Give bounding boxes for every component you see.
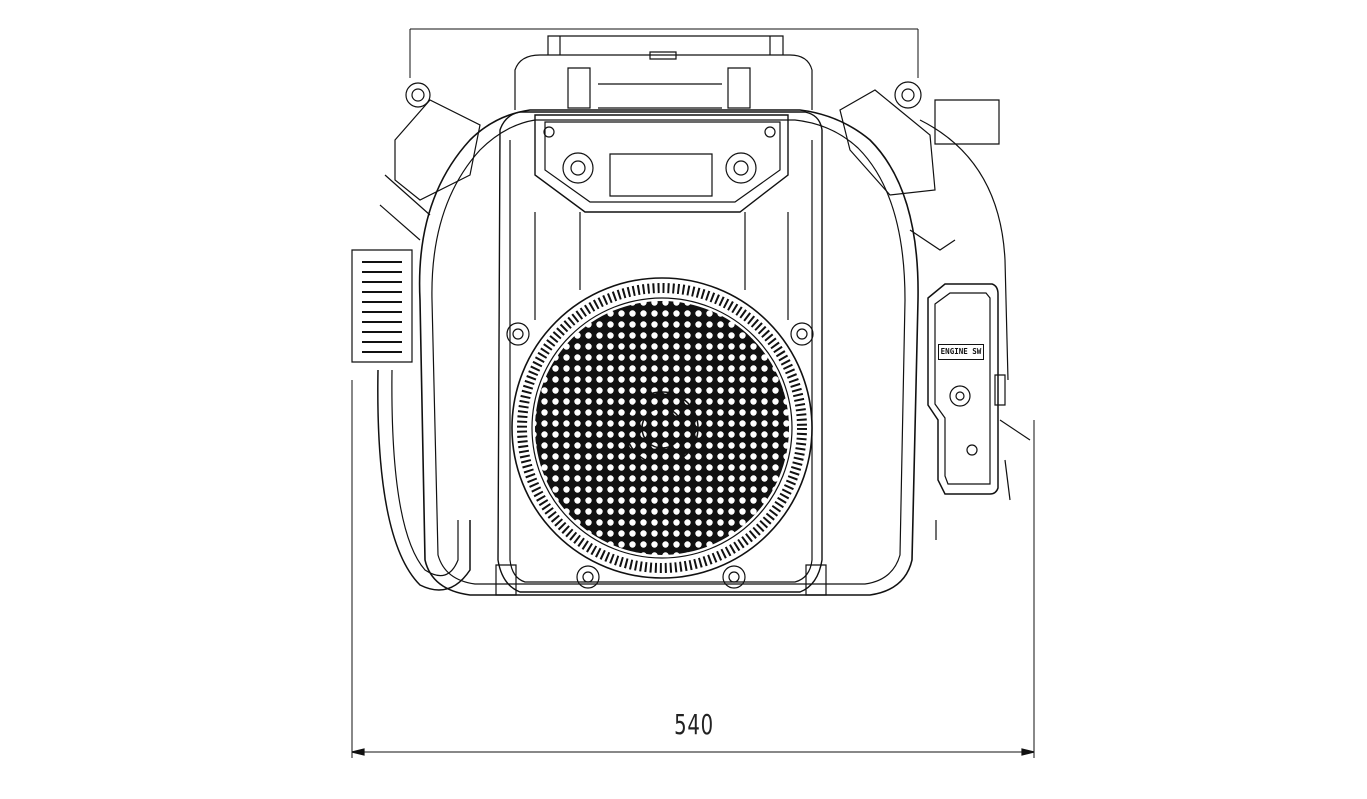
fan-grill [512, 278, 812, 578]
right-cylinder-head [840, 82, 1008, 380]
width-dimension-line [352, 380, 1034, 758]
panel-window [610, 154, 712, 196]
width-dimension-label: 540 [674, 708, 714, 741]
engine-switch-plate [928, 284, 1030, 540]
air-cleaner-cover [515, 36, 812, 110]
blower-housing [498, 112, 822, 592]
left-fuel-hose [378, 370, 470, 590]
left-cylinder-head [352, 83, 480, 362]
engine-shroud [420, 110, 918, 595]
engine-switch-label: ENGINE SW [938, 344, 984, 360]
control-panel [535, 115, 788, 212]
